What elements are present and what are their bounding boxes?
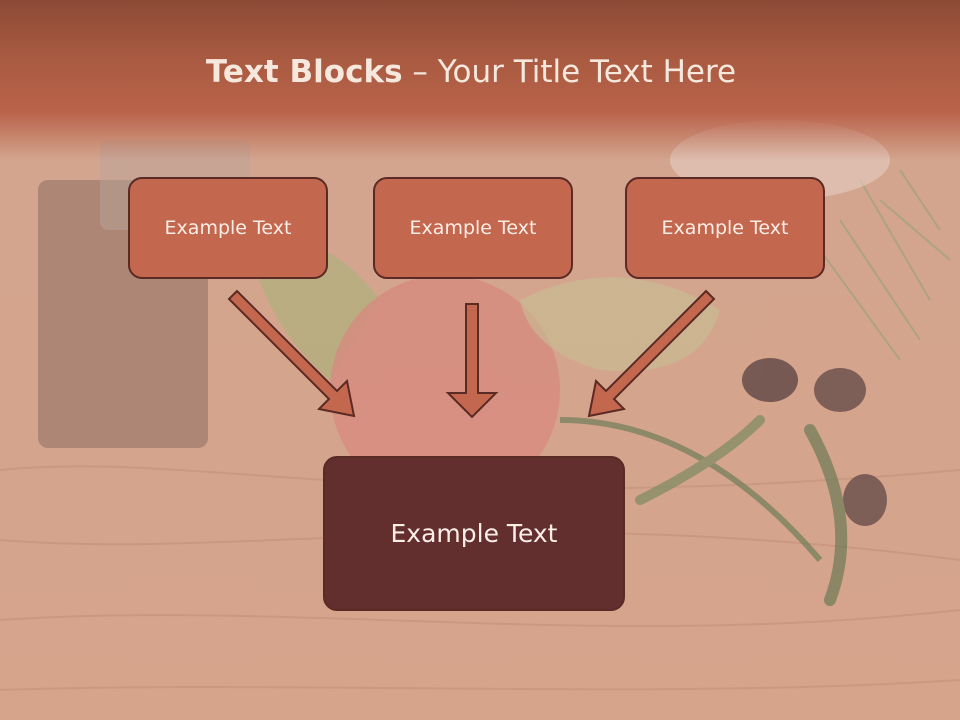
arrow-center	[445, 303, 499, 419]
title-bar	[0, 0, 960, 160]
text-box-1[interactable]: Example Text	[128, 177, 328, 279]
title-bold: Text Blocks	[205, 54, 403, 90]
arrow-right	[587, 289, 716, 418]
main-text-box-label: Example Text	[390, 519, 558, 548]
text-box-2[interactable]: Example Text	[373, 177, 573, 279]
main-text-box[interactable]: Example Text	[323, 456, 625, 611]
text-box-3-label: Example Text	[661, 217, 789, 239]
text-box-2-label: Example Text	[409, 217, 537, 239]
title-rest: – Your Title Text Here	[402, 54, 737, 90]
slide-title: Text Blocks – Your Title Text Here	[0, 54, 942, 90]
arrow-left	[227, 289, 356, 418]
text-box-3[interactable]: Example Text	[625, 177, 825, 279]
text-box-1-label: Example Text	[164, 217, 292, 239]
